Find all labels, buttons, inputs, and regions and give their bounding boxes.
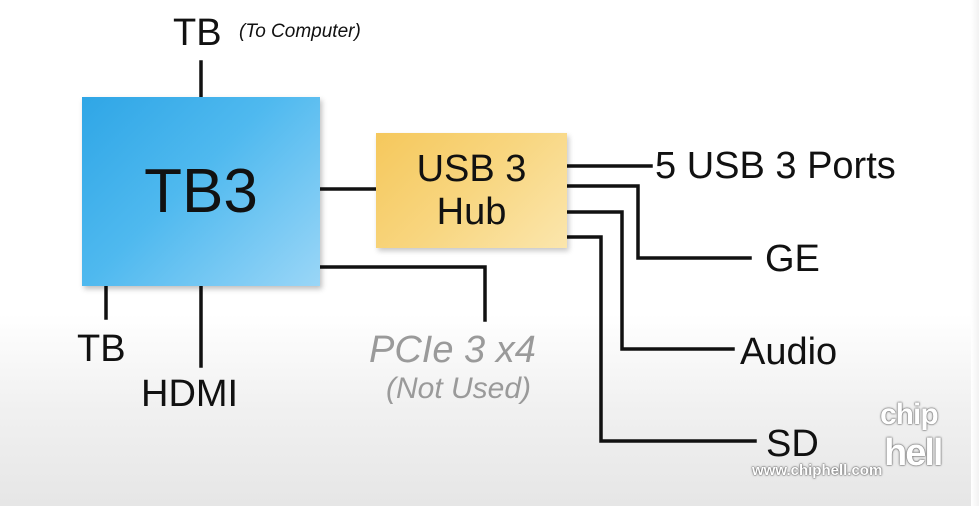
tb-bottom-label: TB bbox=[77, 328, 126, 370]
line-sd bbox=[565, 235, 757, 443]
line-ge bbox=[565, 184, 752, 260]
ge-label: GE bbox=[765, 238, 820, 280]
hub-label-line2: Hub bbox=[436, 190, 507, 233]
watermark-logo-top: chip bbox=[880, 398, 939, 431]
watermark-url: www.chiphell.com bbox=[752, 462, 883, 479]
watermark-logo-bottom: hell bbox=[884, 432, 943, 474]
pcie-label: PCIe 3 x4 bbox=[369, 329, 536, 371]
usb3-hub-block: USB 3 Hub bbox=[376, 133, 567, 248]
sd-label: SD bbox=[766, 423, 819, 465]
hub-label-line1: USB 3 bbox=[416, 147, 527, 190]
audio-label: Audio bbox=[740, 331, 838, 373]
line-audio bbox=[565, 210, 735, 351]
tb-top-note: (To Computer) bbox=[239, 21, 361, 42]
tb3-block: TB3 bbox=[82, 97, 320, 286]
tb-top-label: TB bbox=[173, 12, 222, 54]
tb3-label: TB3 bbox=[144, 157, 258, 226]
usb-ports-label: 5 USB 3 Ports bbox=[655, 145, 896, 187]
line-pcie bbox=[318, 265, 487, 322]
right-edge-shade bbox=[971, 0, 979, 506]
hdmi-label: HDMI bbox=[141, 373, 239, 415]
pcie-note: (Not Used) bbox=[386, 372, 532, 405]
